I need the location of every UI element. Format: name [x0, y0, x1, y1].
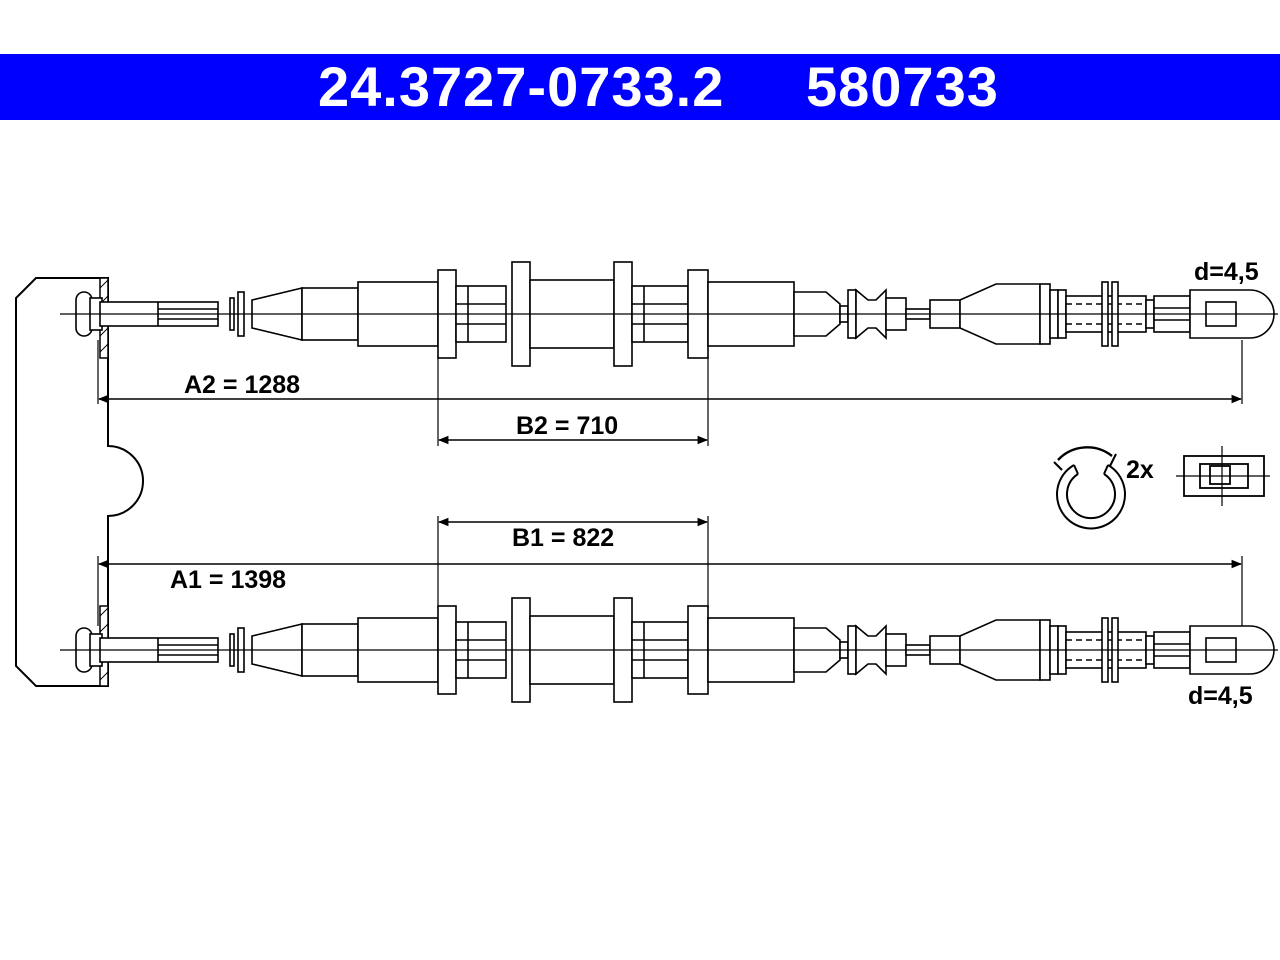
b2-label: B2 = 710 — [516, 412, 618, 440]
a1-label: A1 = 1398 — [170, 566, 286, 594]
retaining-clip-icon — [1053, 446, 1126, 530]
cable-assembly-top — [60, 261, 1278, 367]
alt-part-number: 580733 — [806, 55, 999, 118]
bottom-diameter-label: d=4,5 — [1188, 682, 1253, 710]
equalizer-bracket — [15, 277, 144, 687]
clip-quantity-label: 2x — [1126, 456, 1154, 484]
cable-assembly-bottom — [60, 597, 1278, 703]
header-bar: 24.3727-0733.2 580733 — [0, 54, 1280, 120]
dimension-lines — [97, 394, 1243, 569]
b1-label: B1 = 822 — [512, 524, 614, 552]
clip-side-view-icon — [1176, 446, 1270, 506]
part-number: 24.3727-0733.2 — [318, 55, 725, 118]
a2-label: A2 = 1288 — [184, 371, 300, 399]
top-diameter-label: d=4,5 — [1194, 258, 1259, 286]
